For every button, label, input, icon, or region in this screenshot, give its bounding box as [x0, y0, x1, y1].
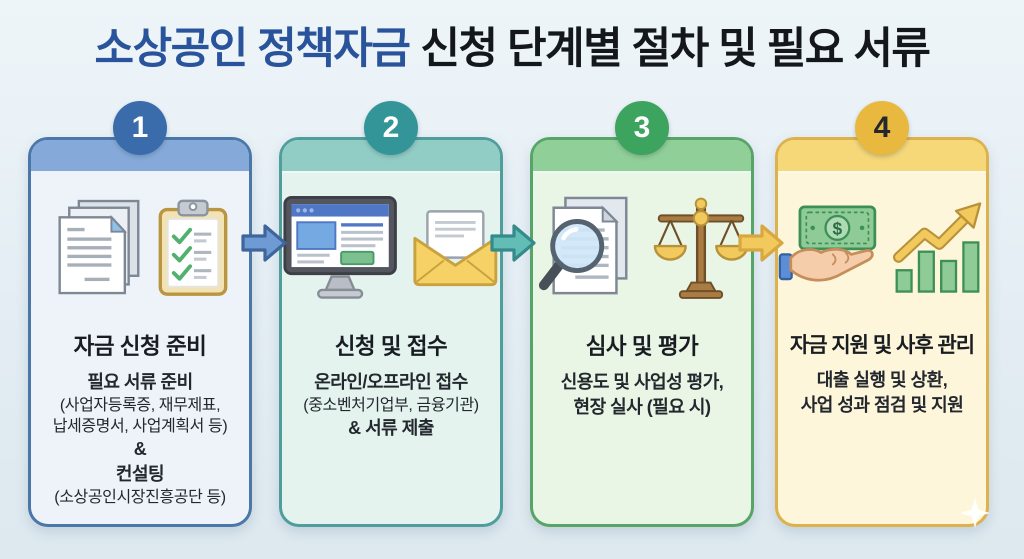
svg-text:$: $: [833, 218, 843, 238]
flow-arrow-3-icon: [738, 224, 784, 262]
growth-chart-icon: [893, 202, 982, 293]
step-1-number-badge: 1: [113, 101, 167, 155]
flow-arrow-2-icon: [490, 224, 536, 262]
step-card-4: 4 $ 자금 지원 및 사후 관리: [775, 101, 989, 527]
step-1-description: 필요 서류 준비 (사업자등록증, 재무제표, 납세증명서, 사업계획서 등) …: [31, 370, 249, 508]
document-stack-icon: [57, 199, 139, 295]
step-3-line: 신용도 및 사업성 평가,: [560, 372, 724, 392]
step-3-icons: [533, 177, 751, 319]
step-1-title: 자금 신청 준비: [73, 334, 207, 359]
step-1-line: 필요 서류 준비: [87, 372, 193, 392]
computer-monitor-icon: [283, 196, 397, 299]
step-2-description: 온라인/오프라인 접수 (중소벤처기업부, 금융기관) & 서류 제출: [282, 370, 500, 441]
step-1-line: &: [133, 439, 147, 459]
step-2-line: (중소벤처기업부, 금융기관): [303, 397, 479, 414]
flow-arrow-1-icon: [241, 224, 287, 262]
title-highlight: 소상공인 정책자금: [94, 25, 411, 73]
step-1-line: (사업자등록증, 재무제표,: [59, 397, 221, 414]
step-2-title: 신청 및 접수: [334, 334, 448, 359]
step-3-title: 심사 및 평가: [585, 334, 699, 359]
money-hand-icon: $: [778, 205, 877, 282]
step-2-line: 온라인/오프라인 접수: [314, 372, 468, 392]
step-4-number-badge: 4: [855, 101, 909, 155]
step-2-header-strip: [282, 140, 500, 173]
step-4-line: 대출 실행 및 상환,: [816, 370, 948, 390]
step-1-line: 납세증명서, 사업계획서 등): [52, 418, 228, 435]
document-magnifier-icon: [538, 196, 627, 295]
step-3-line: 현장 실사 (필요 시): [573, 397, 711, 417]
envelope-icon: [413, 210, 498, 287]
step-number: 2: [382, 111, 400, 144]
step-1-line: (소상공인시장진흥공단 등): [54, 489, 226, 506]
sparkle-icon: [960, 498, 990, 528]
step-card-1: 1: [28, 101, 252, 527]
step-3-number-badge: 3: [615, 101, 669, 155]
step-card-2: 2: [279, 101, 503, 527]
step-2-number-badge: 2: [364, 101, 418, 155]
balance-scale-icon: [653, 197, 748, 299]
step-4-icons: $: [778, 177, 986, 319]
step-number: 3: [633, 111, 651, 144]
step-3-description: 신용도 및 사업성 평가, 현장 실사 (필요 시): [533, 370, 751, 420]
step-number: 4: [873, 111, 891, 144]
step-4-title: 자금 지원 및 사후 관리: [789, 334, 975, 357]
step-2-icons: [282, 177, 500, 319]
title-rest: 신청 단계별 절차 및 필요 서류: [420, 25, 930, 73]
step-number: 1: [131, 111, 149, 144]
checklist-clipboard-icon: [158, 199, 227, 296]
step-4-line: 사업 성과 점검 및 지원: [800, 395, 964, 415]
step-4-description: 대출 실행 및 상환, 사업 성과 점검 및 지원: [778, 368, 986, 418]
step-1-line: 컨설팅: [115, 464, 165, 484]
step-2-line: & 서류 제출: [348, 418, 434, 438]
step-card-3: 3: [530, 101, 754, 527]
step-1-icons: [31, 177, 249, 319]
